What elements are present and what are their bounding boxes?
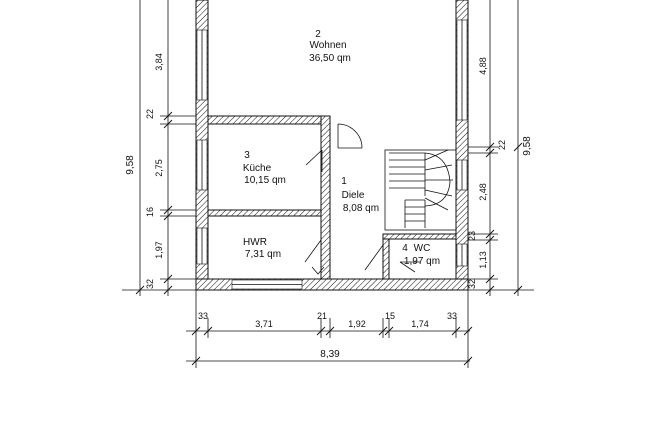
door-wc: [399, 261, 420, 273]
room-wc-name: WC: [414, 243, 431, 254]
room-wohnen-number: 2: [315, 29, 321, 40]
door-hwr: [304, 239, 322, 263]
room-diele-area: 8,08 qm: [343, 203, 379, 214]
doors: [304, 123, 420, 275]
dimension-right: 4,88 22 2,48 23 1,13 32 9,58: [467, 0, 534, 296]
door-wohnen: [337, 123, 363, 149]
dim-bottom-seg-6: 1,74: [411, 319, 429, 329]
wall-wc-top: [382, 233, 457, 240]
room-labels: 2 Wohnen 36,50 qm 3 Küche 10,15 qm 1 Die…: [243, 29, 440, 267]
dim-right-seg-6: 32: [467, 279, 477, 289]
dim-left-seg-3: 2,75: [154, 159, 164, 177]
room-kueche-area: 10,15 qm: [244, 175, 286, 186]
room-wohnen-name: Wohnen: [309, 40, 346, 51]
wall-kitchen-right: [320, 115, 331, 280]
door-hwr-bottom: [311, 266, 325, 275]
dim-right-seg-5: 1,13: [478, 251, 488, 269]
dim-left-seg-5: 1,97: [154, 241, 164, 259]
dim-left-seg-2: 22: [145, 109, 155, 119]
dim-right-seg-2: 22: [497, 140, 507, 150]
wall-kitchen-top: [207, 115, 329, 125]
dim-left-seg-4: 16: [145, 207, 155, 217]
dimension-left: 3,84 22 2,75 16 1,97 32 9,58: [122, 0, 196, 296]
wall-wc-left: [382, 235, 390, 280]
room-kueche-number: 3: [244, 150, 250, 161]
dim-bottom-seg-7: 33: [447, 311, 457, 321]
dim-right-seg-4: 23: [467, 231, 477, 241]
dim-left-seg-1: 3,84: [154, 53, 164, 71]
door-diele: [364, 244, 384, 271]
room-hwr-area: 7,31 qm: [245, 249, 281, 260]
room-hwr-name: HWR: [243, 237, 267, 248]
room-wc-number: 4: [402, 243, 408, 254]
dim-left-total: 9,58: [125, 155, 136, 175]
dim-right-seg-1: 4,88: [478, 57, 488, 75]
dim-bottom-total: 8,39: [320, 349, 340, 360]
room-wc-area: 1,97 qm: [404, 256, 440, 267]
room-kueche-name: Küche: [243, 163, 272, 174]
dim-left-seg-6: 32: [145, 279, 155, 289]
dim-right-seg-3: 2,48: [478, 183, 488, 201]
room-diele-number: 1: [341, 176, 347, 187]
room-wohnen-area: 36,50 qm: [309, 53, 351, 64]
outer-wall-bottom: [195, 278, 469, 291]
room-diele-name: Diele: [342, 190, 365, 201]
dim-bottom-seg-3: 21: [317, 311, 327, 321]
dim-bottom-seg-4: 1,92: [348, 319, 366, 329]
staircase: [384, 149, 457, 231]
dim-bottom-seg-5: 15: [385, 311, 395, 321]
dim-bottom-seg-1: 33: [198, 311, 208, 321]
dim-bottom-seg-2: 3,71: [255, 319, 273, 329]
dimension-bottom: 33 3,71 21 1,92 15 1,74 33 8,39: [186, 290, 473, 368]
wall-kitchen-hwr: [207, 209, 322, 217]
door-kitchen: [305, 149, 323, 172]
dim-right-total: 9,58: [522, 136, 533, 156]
